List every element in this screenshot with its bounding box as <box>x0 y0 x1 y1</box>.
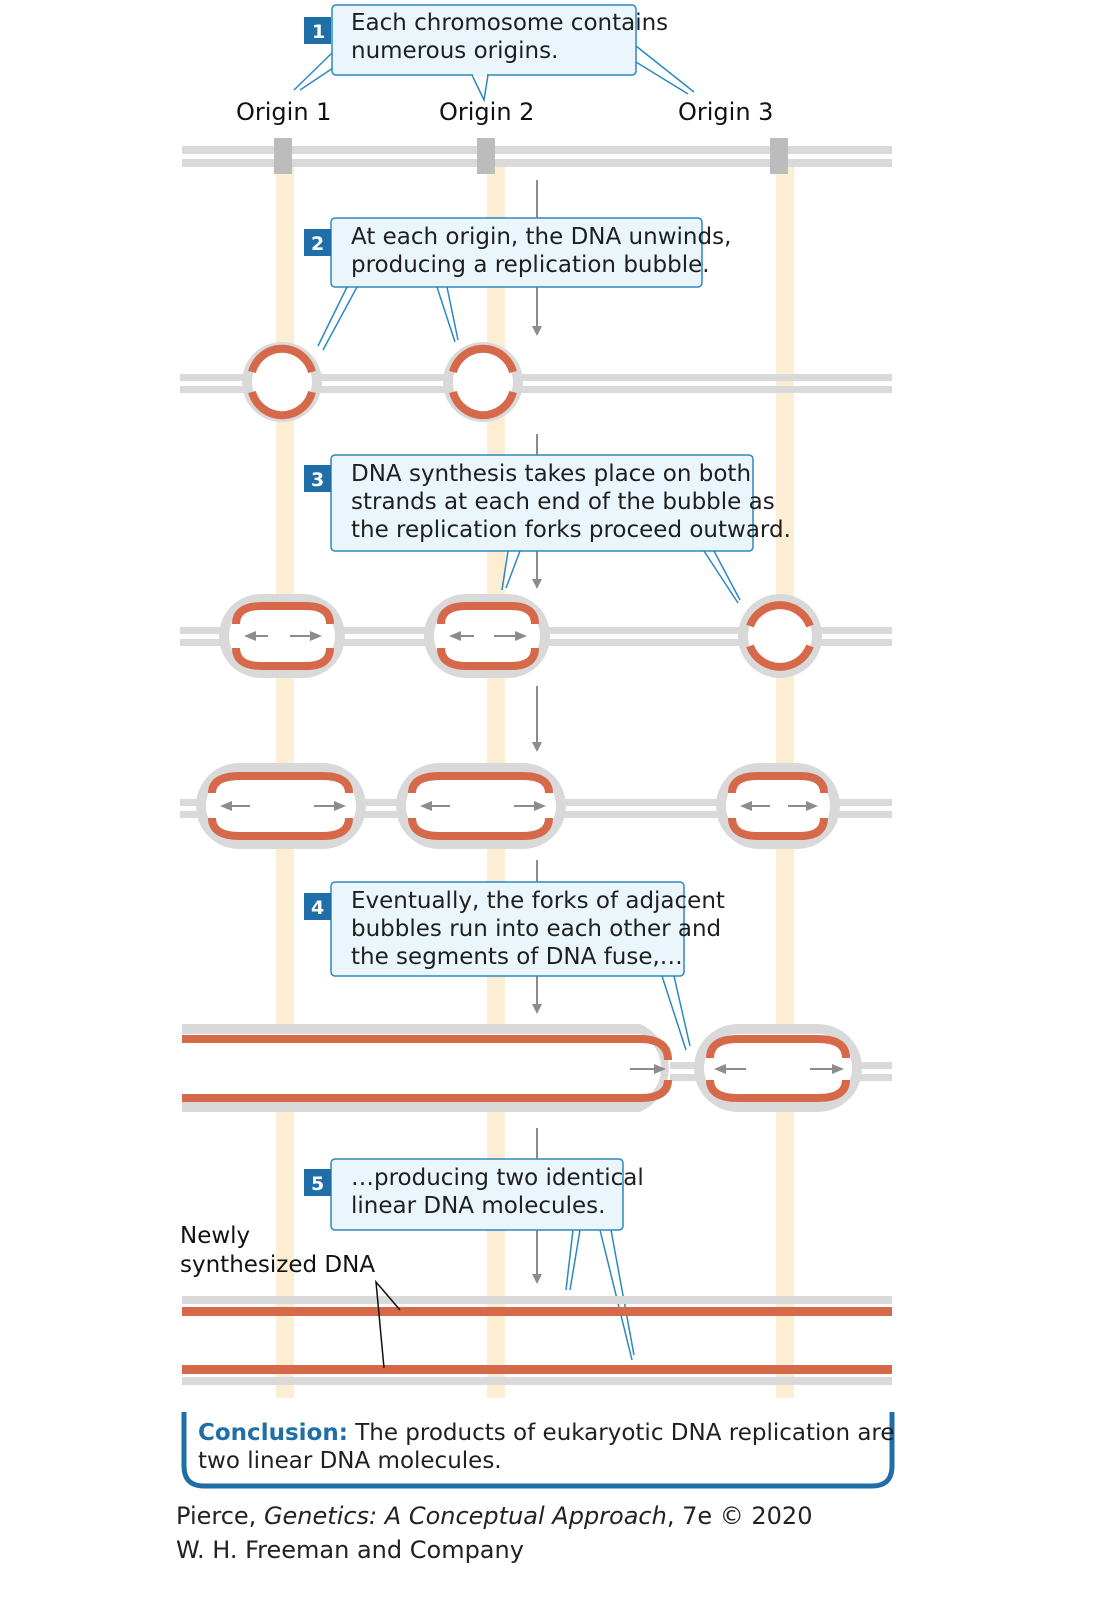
step-3-callout: 3 DNA synthesis takes place on both stra… <box>304 454 791 604</box>
step-3-line-3: the replication forks proceed outward. <box>351 517 791 543</box>
conclusion-body-1: The products of eukaryotic DNA replicati… <box>348 1420 895 1446</box>
row-6-linear-molecules <box>182 1296 892 1385</box>
step-4-line-1: Eventually, the forks of adjacent <box>351 888 725 914</box>
step-4-callout: 4 Eventually, the forks of adjacent bubb… <box>304 881 725 1051</box>
conclusion-line-1: Conclusion: The products of eukaryotic D… <box>198 1420 895 1446</box>
origin-1-marker <box>274 138 292 174</box>
step-5-callout: 5 …producing two identical linear DNA mo… <box>304 1158 644 1361</box>
step-1-number: 1 <box>312 21 325 43</box>
newly-synthesized-label: Newly synthesized DNA <box>180 1223 401 1369</box>
step-4-number: 4 <box>311 897 324 919</box>
step-5-number: 5 <box>311 1173 324 1195</box>
credit-title: Genetics: A Conceptual Approach <box>264 1502 667 1530</box>
step-2-number: 2 <box>311 233 324 255</box>
step-2-line-1: At each origin, the DNA unwinds, <box>351 224 731 250</box>
step-5-line-2: linear DNA molecules. <box>351 1193 605 1219</box>
row-3-bubbles <box>180 594 892 678</box>
side-label-line-1: Newly <box>180 1223 250 1249</box>
credit: Pierce, Genetics: A Conceptual Approach,… <box>176 1502 812 1564</box>
origin-2-marker <box>477 138 495 174</box>
credit-line-1: Pierce, Genetics: A Conceptual Approach,… <box>176 1502 812 1530</box>
origin-3-marker <box>770 138 788 174</box>
row-4-bubbles <box>180 763 892 849</box>
step-2-callout: 2 At each origin, the DNA unwinds, produ… <box>304 217 731 351</box>
conclusion-box: Conclusion: The products of eukaryotic D… <box>181 1412 895 1489</box>
step-1-badge <box>304 17 331 44</box>
conclusion-line-2: two linear DNA molecules. <box>198 1448 502 1474</box>
step-2-badge <box>304 229 331 256</box>
step-5-badge <box>304 1169 331 1196</box>
step-3-line-1: DNA synthesis takes place on both <box>351 461 751 487</box>
row-2-bubbles <box>180 342 892 422</box>
step-1-callout: 1 Each chromosome contains numerous orig… <box>293 4 695 103</box>
step-4-badge <box>304 893 331 920</box>
origin-2-label: Origin 2 <box>439 98 534 126</box>
origin-1-label: Origin 1 <box>236 98 331 126</box>
conclusion-heading: Conclusion: <box>198 1420 348 1446</box>
step-4-line-2: bubbles run into each other and <box>351 916 721 942</box>
credit-author: Pierce, <box>176 1502 264 1530</box>
row-5-fused <box>182 1024 892 1112</box>
step-3-line-2: strands at each end of the bubble as <box>351 489 775 515</box>
step-4-line-3: the segments of DNA fuse,… <box>351 944 683 970</box>
step-5-line-1: …producing two identical <box>351 1165 644 1191</box>
step-1-line-2: numerous origins. <box>351 38 558 64</box>
side-label-line-2: synthesized DNA <box>180 1252 375 1278</box>
step-2-line-2: producing a replication bubble. <box>351 252 710 278</box>
credit-edition: , 7e © 2020 <box>667 1502 813 1530</box>
row-1-chromosome <box>182 138 892 174</box>
credit-line-2: W. H. Freeman and Company <box>176 1536 524 1564</box>
step-1-line-1: Each chromosome contains <box>351 10 668 36</box>
step-3-badge <box>304 465 331 492</box>
origin-3-label: Origin 3 <box>678 98 773 126</box>
step-3-number: 3 <box>311 469 324 491</box>
